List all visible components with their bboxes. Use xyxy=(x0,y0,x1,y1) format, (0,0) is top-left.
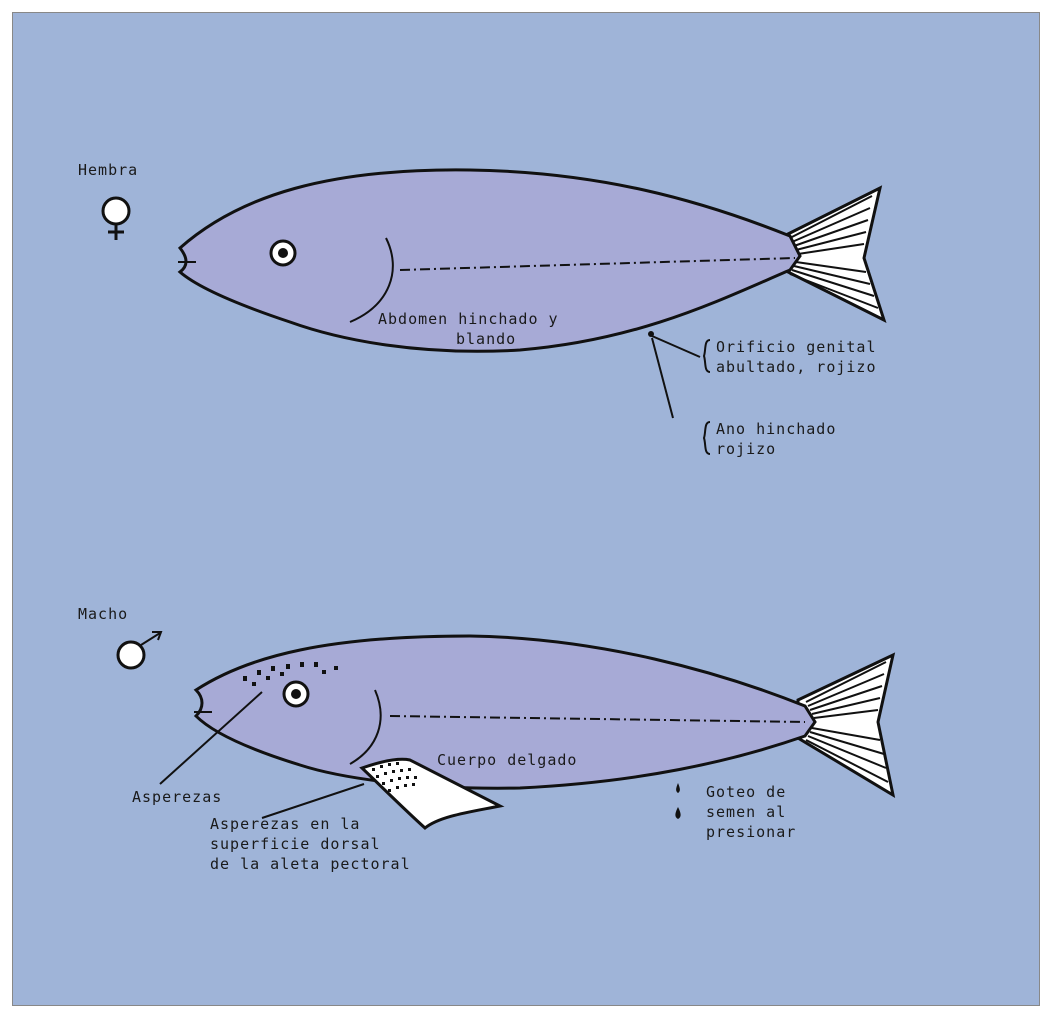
anus-note: Ano hinchado rojizo xyxy=(716,419,836,459)
fin-note-line-1: Asperezas en la xyxy=(210,814,411,834)
abdomen-note-line-1: Abdomen hinchado y xyxy=(378,309,559,329)
body-note: Cuerpo delgado xyxy=(437,750,577,770)
male-label: Macho xyxy=(78,604,128,624)
genital-note: Orificio genital abultado, rojizo xyxy=(716,337,877,377)
male-symbol-icon xyxy=(118,632,161,668)
genital-note-line-2: abultado, rojizo xyxy=(716,357,877,377)
fin-note: Asperezas en la superficie dorsal de la … xyxy=(210,814,411,874)
female-label: Hembra xyxy=(78,160,138,180)
anus-note-line-1: Ano hinchado xyxy=(716,419,836,439)
semen-note-line-2: semen al xyxy=(706,802,796,822)
abdomen-note-line-2: blando xyxy=(378,329,559,349)
abdomen-note: Abdomen hinchado y blando xyxy=(378,309,559,349)
female-note-brackets xyxy=(704,340,710,454)
semen-drop-icon xyxy=(675,783,680,819)
semen-note-line-1: Goteo de xyxy=(706,782,796,802)
female-symbol-icon xyxy=(103,198,129,240)
anus-note-line-2: rojizo xyxy=(716,439,836,459)
roughness-note: Asperezas xyxy=(132,787,222,807)
fin-note-line-2: superficie dorsal xyxy=(210,834,411,854)
semen-note: Goteo de semen al presionar xyxy=(706,782,796,842)
semen-note-line-3: presionar xyxy=(706,822,796,842)
genital-note-line-1: Orificio genital xyxy=(716,337,877,357)
fin-note-line-3: de la aleta pectoral xyxy=(210,854,411,874)
female-fish xyxy=(178,170,884,418)
